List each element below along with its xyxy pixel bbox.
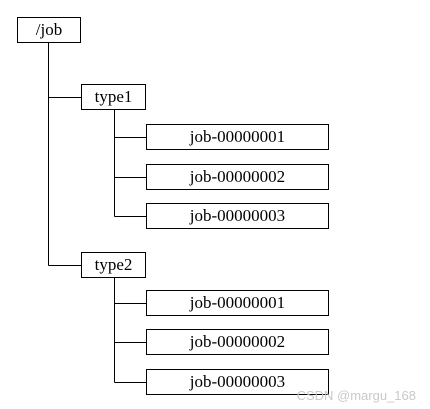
type2-node: type2	[81, 252, 146, 278]
type1-job-3-node: job-00000003	[146, 203, 329, 229]
type1-job-2-node: job-00000002	[146, 164, 329, 190]
type1-job-1-node: job-00000001	[146, 124, 329, 150]
type2-job-1-node: job-00000001	[146, 290, 329, 316]
watermark-text: CSDN @margu_168	[296, 388, 416, 403]
type1-node: type1	[81, 84, 146, 110]
root-node: /job	[17, 17, 81, 43]
type2-job-2-node: job-00000002	[146, 329, 329, 355]
type2-job-3-node: job-00000003	[146, 369, 329, 395]
